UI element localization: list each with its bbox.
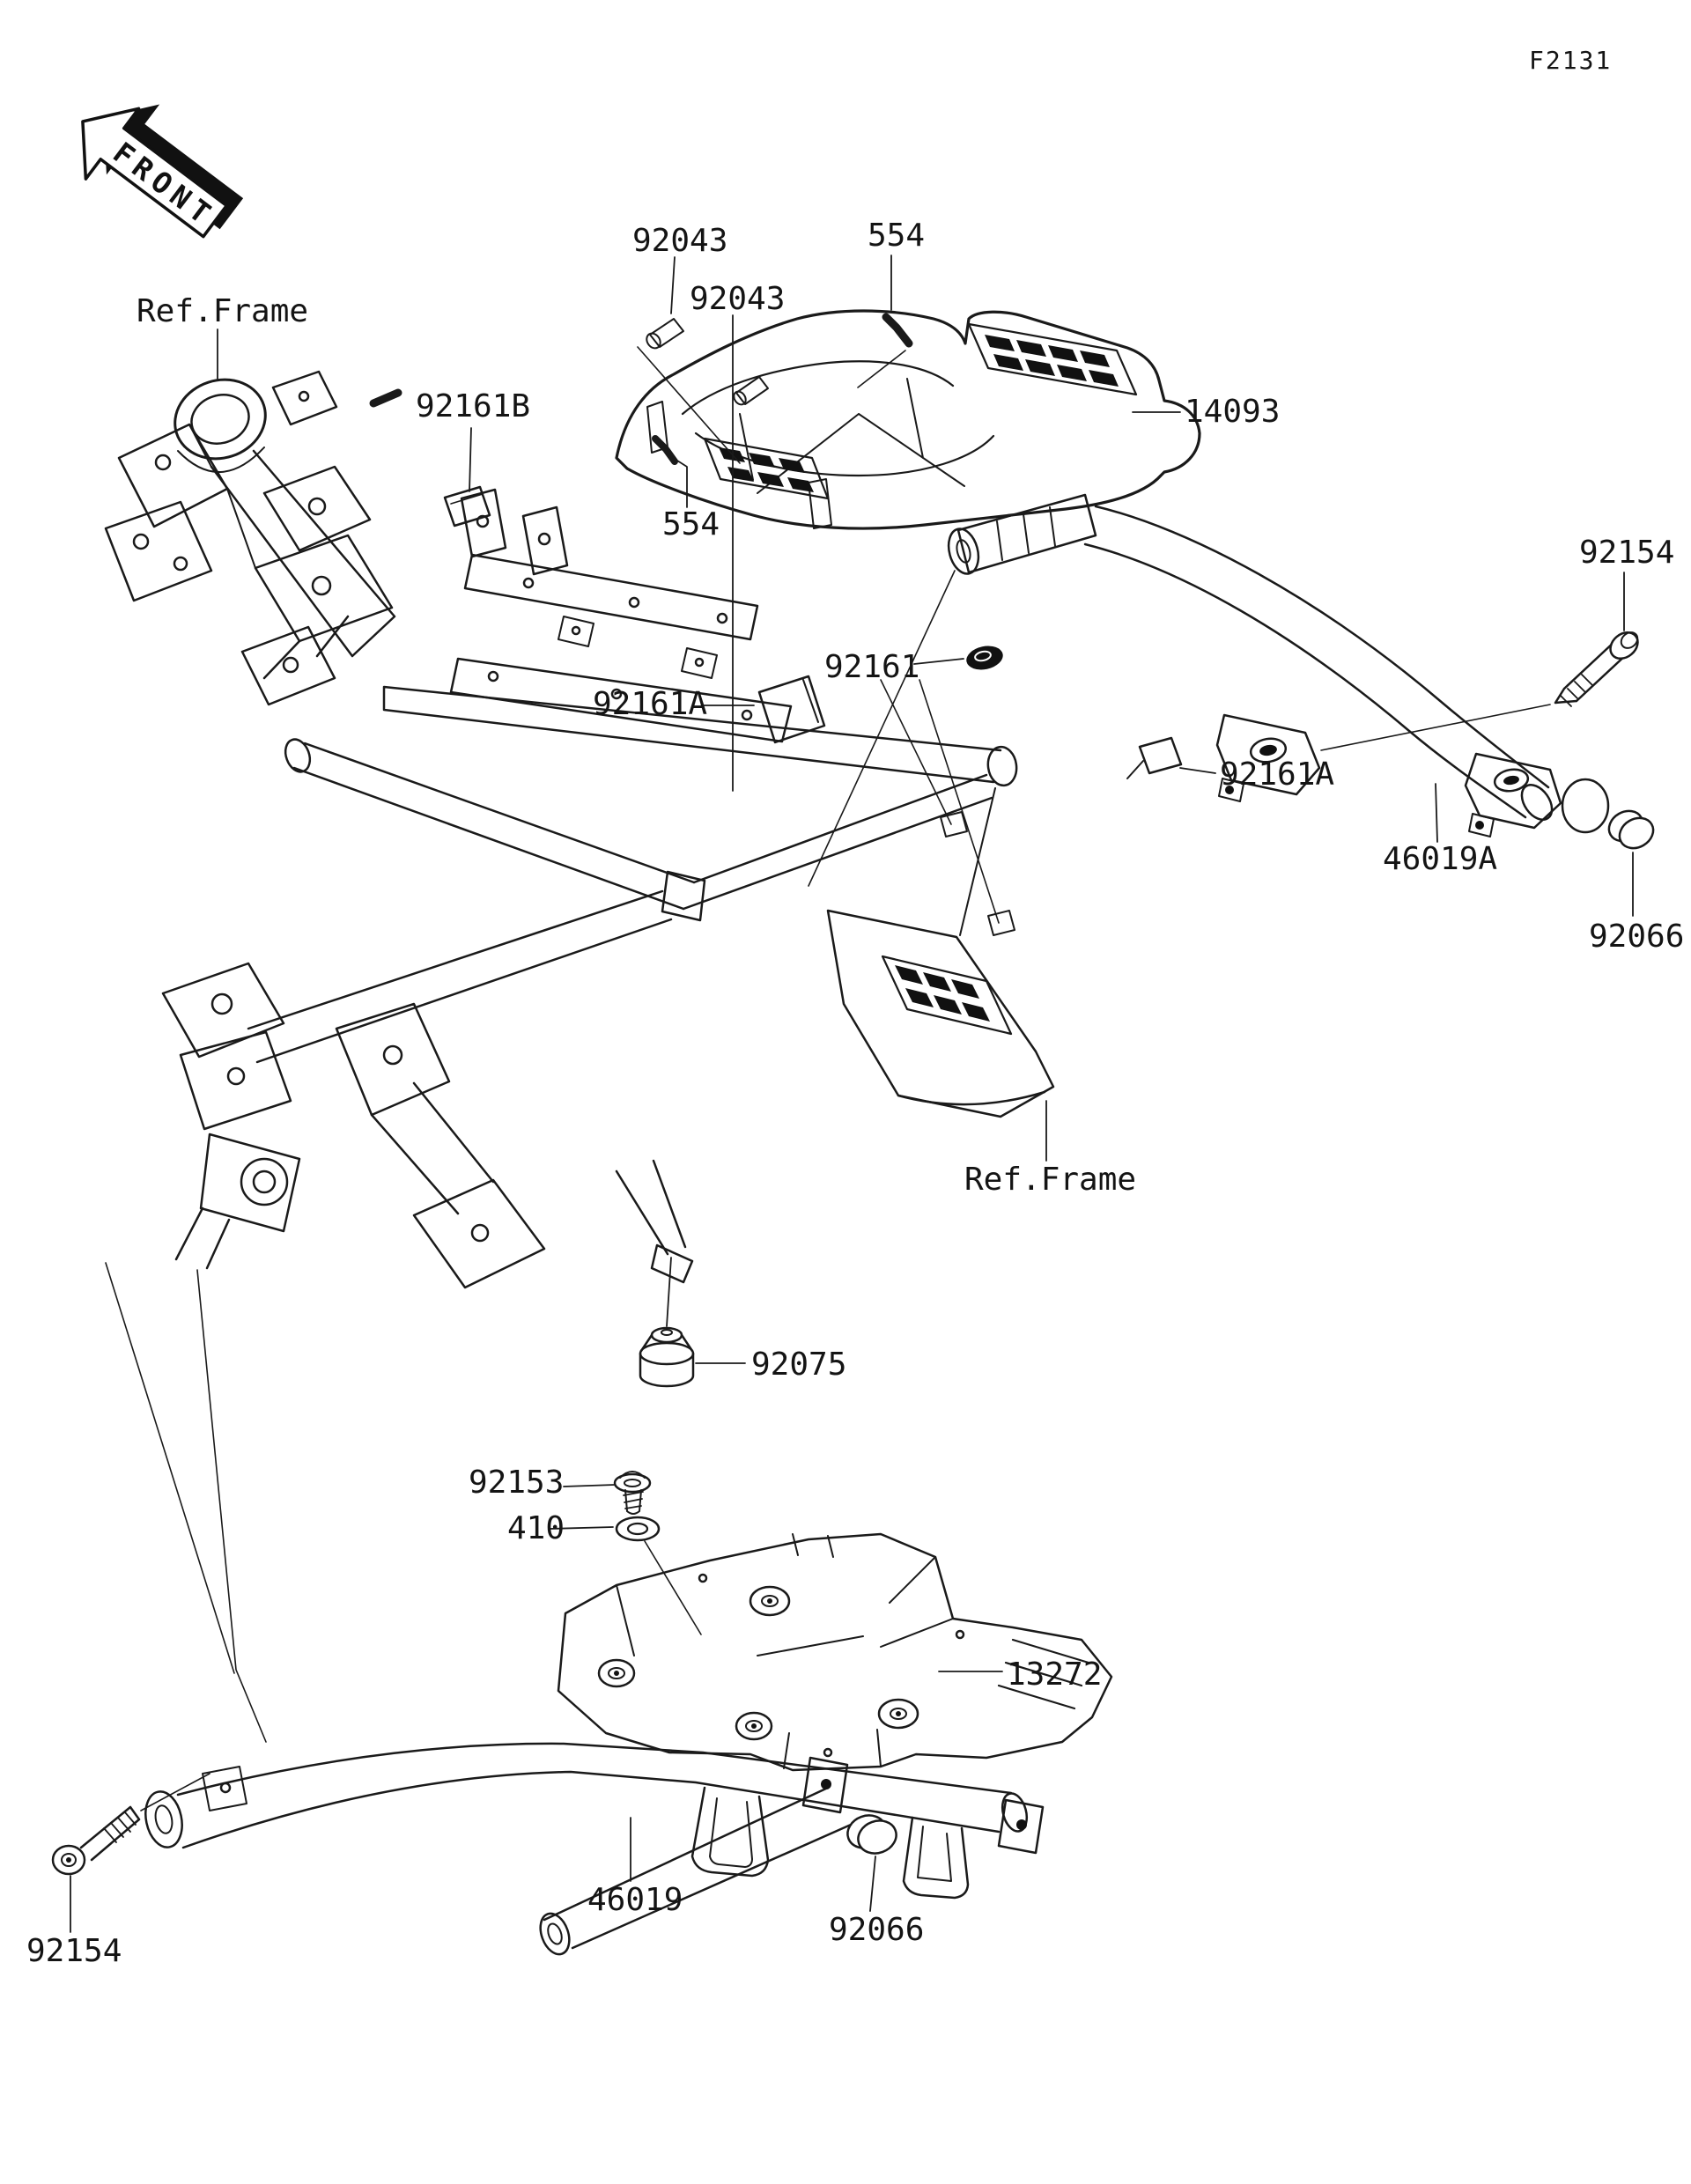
damper-92075	[639, 1257, 746, 1388]
part-label-13272: 13272	[1007, 1656, 1103, 1693]
part-label-554-b: 554	[662, 506, 720, 542]
part-label-ref-frame-top: Ref.Frame	[137, 293, 309, 329]
washer-410	[615, 1516, 661, 1542]
part-label-92043-b: 92043	[690, 281, 786, 317]
pin-92043-a	[646, 318, 684, 350]
damper-patch-92161A-left	[757, 675, 826, 744]
part-label-92161: 92161	[824, 649, 920, 685]
part-label-ref-frame-mid: Ref.Frame	[964, 1162, 1137, 1198]
grommet-92161	[966, 646, 1003, 670]
part-label-92161A-a: 92161A	[593, 686, 708, 722]
carrier-lower-46019	[51, 1471, 1045, 1956]
part-label-92075: 92075	[751, 1347, 847, 1383]
part-label-554-a: 554	[868, 218, 926, 254]
bolt-92154-top	[1554, 631, 1639, 707]
ref-frame-head-assembly	[104, 328, 402, 706]
part-label-92066-a: 92066	[1589, 919, 1685, 955]
part-label-46019: 46019	[587, 1882, 683, 1918]
plug-92066-bottom	[846, 1814, 897, 1855]
part-label-14093: 14093	[1185, 394, 1281, 430]
part-label-92161A-b: 92161A	[1220, 756, 1335, 793]
clamp-bracket-b	[1464, 752, 1562, 837]
main-frame-assembly	[105, 488, 1216, 1743]
battery-case-14093	[615, 255, 1201, 792]
part-label-92066-b: 92066	[829, 1912, 925, 1948]
part-label-92161B: 92161B	[416, 388, 531, 424]
skid-plate-bosses	[597, 1585, 919, 1741]
plug-92066-right	[1607, 809, 1655, 850]
screw-92153	[613, 1471, 652, 1515]
pin-92043-b	[733, 376, 769, 406]
bolt-92154-bottom	[51, 1773, 210, 1876]
damper-patch-92161B	[443, 427, 491, 528]
part-label-92154-b: 92154	[26, 1933, 122, 1969]
pin-554-a	[882, 313, 913, 348]
part-label-92154-a: 92154	[1579, 535, 1675, 571]
damper-patch-92161A-right	[1126, 736, 1183, 779]
carrier-upper-46019A	[808, 493, 1655, 917]
figure-code: F2131	[1529, 46, 1613, 75]
part-label-92153: 92153	[469, 1465, 565, 1501]
part-label-46019A: 46019A	[1383, 841, 1498, 877]
part-label-92043-a: 92043	[632, 223, 728, 259]
clamp-bracket-a	[1215, 713, 1321, 802]
part-label-410: 410	[507, 1510, 565, 1546]
